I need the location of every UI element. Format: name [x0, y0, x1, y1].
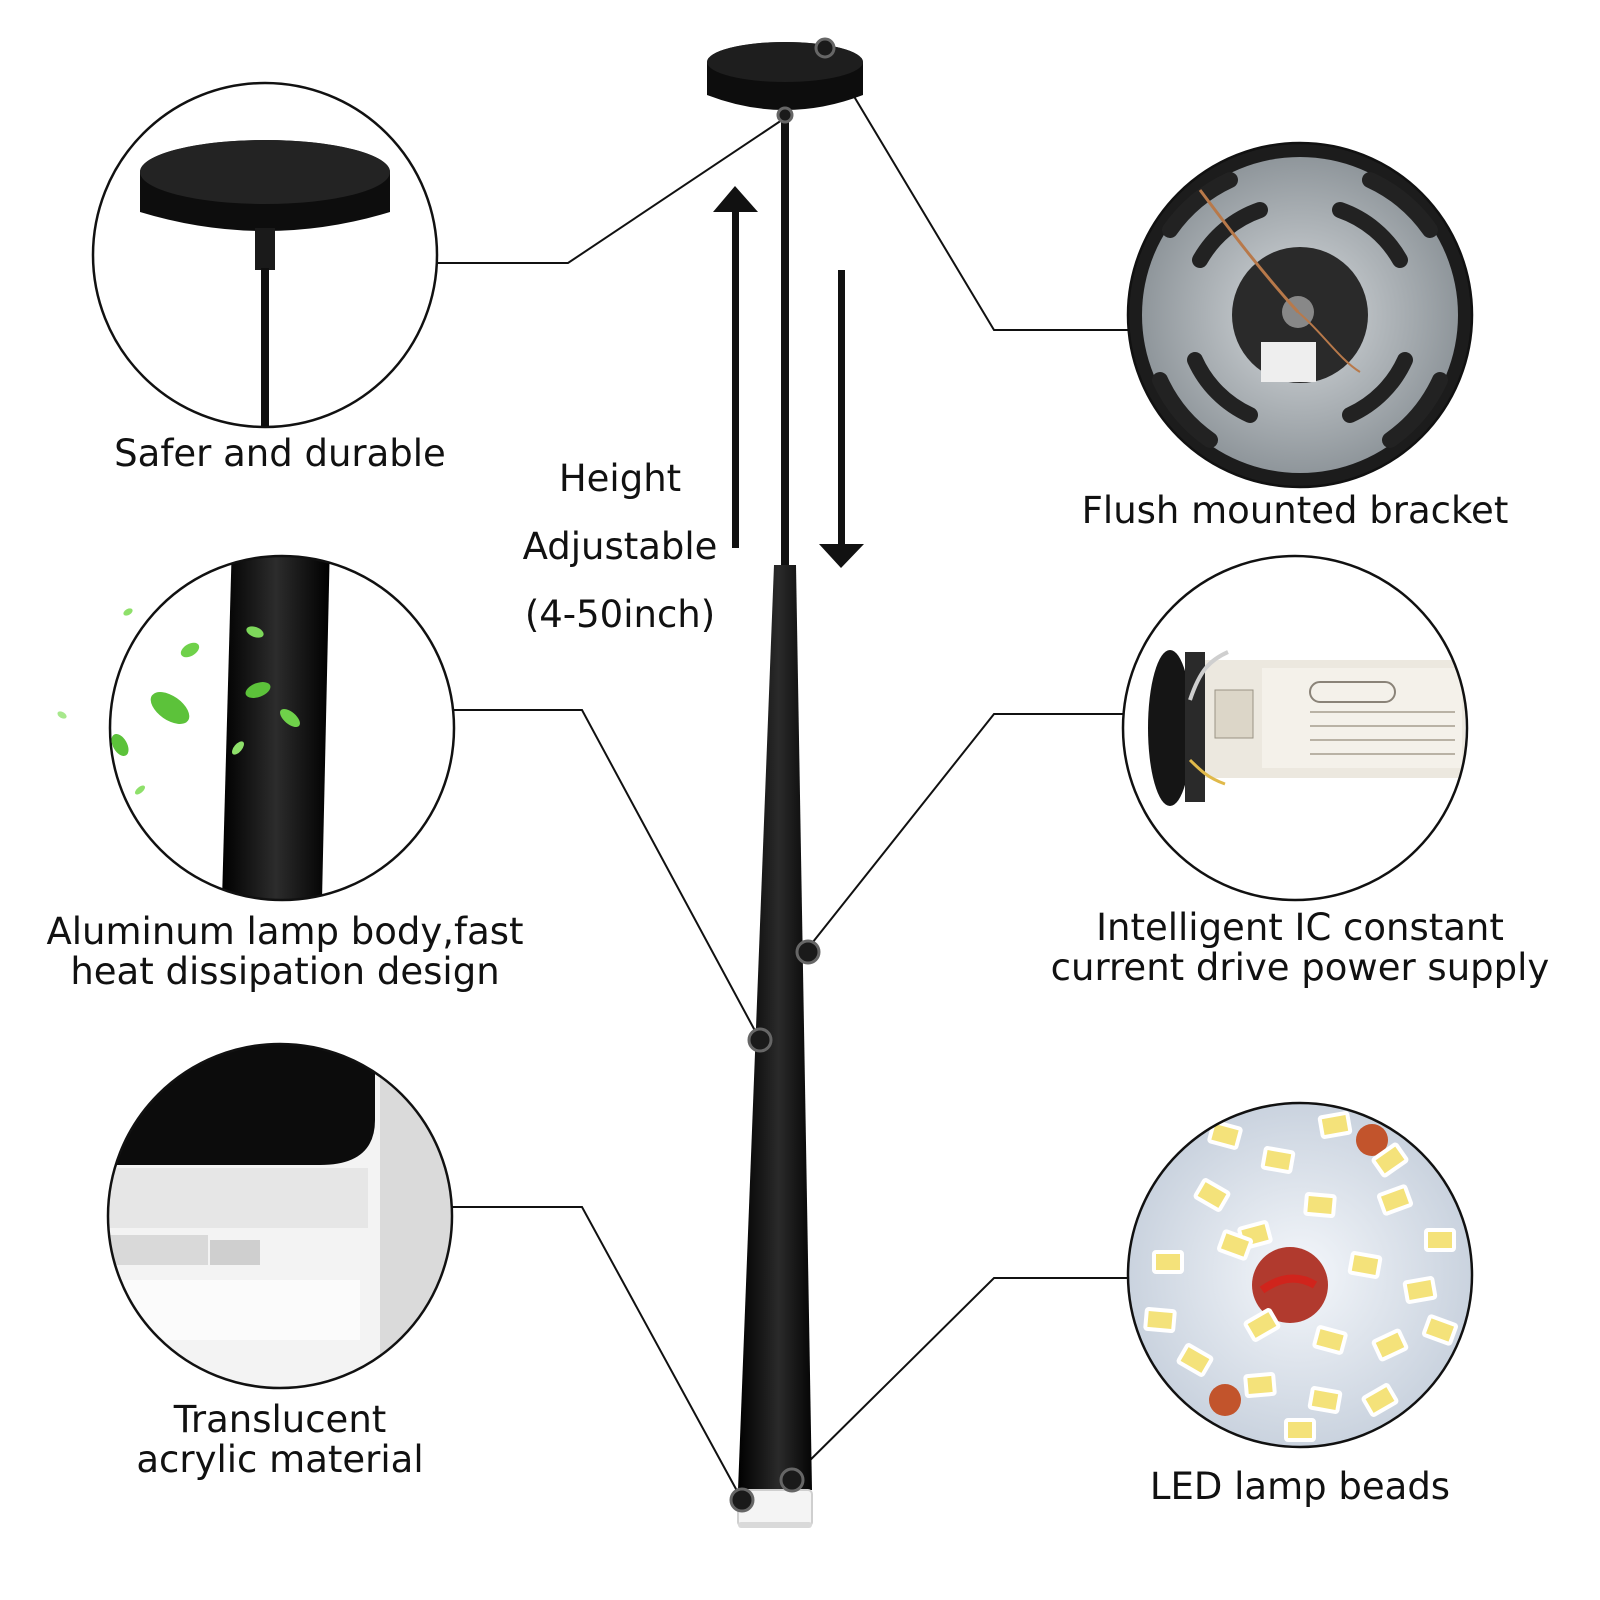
pendant-lamp: [707, 42, 863, 1528]
led-chip: [1176, 1343, 1214, 1377]
callout-line-top-right: [824, 47, 1128, 331]
led-chip: [1317, 1111, 1353, 1139]
led-chip: [1193, 1178, 1231, 1212]
label-height-line-3: (4-50inch): [524, 593, 716, 636]
label-acrylic-line-2: acrylic material: [136, 1438, 424, 1481]
label-acrylic-line-1: Translucent: [173, 1398, 387, 1441]
anchor-dot-canopy-right: [814, 37, 836, 59]
callout-line-middle-left: [454, 709, 761, 1041]
label-height-line-1: Height: [558, 457, 682, 500]
label-height-adjustable: Height Adjustable (4-50inch): [500, 445, 740, 649]
label-ic-line-2: current drive power supply: [1050, 946, 1550, 989]
detail-driver: [1121, 554, 1469, 902]
led-chip: [1284, 1418, 1316, 1442]
label-safer-durable: Safer and durable: [114, 432, 446, 475]
led-chips: [1143, 1111, 1459, 1442]
detail-acrylic: [106, 1042, 454, 1390]
anchor-dot-cone-right: [795, 939, 821, 965]
led-chip: [1307, 1386, 1343, 1414]
anchor-dot-canopy-bottom: [776, 106, 794, 124]
callout-line-top-left: [437, 117, 786, 264]
callout-lines: [437, 47, 1128, 1501]
arrow-down-icon: [819, 270, 864, 568]
led-chip: [1243, 1308, 1281, 1342]
led-chip: [1376, 1184, 1414, 1216]
led-chip: [1260, 1146, 1296, 1174]
label-acrylic: Translucent acrylic material: [110, 1400, 450, 1480]
lamp-cone: [738, 565, 812, 1490]
label-height-line-2: Adjustable: [522, 525, 718, 568]
led-chip: [1421, 1314, 1459, 1346]
led-chip: [1312, 1325, 1348, 1355]
led-chip: [1216, 1229, 1254, 1261]
anchor-dot-ring-left: [729, 1487, 755, 1513]
callout-line-bottom-right: [789, 1277, 1128, 1481]
led-chip: [1207, 1120, 1243, 1150]
label-led-lamp-beads: LED lamp beads: [1149, 1465, 1451, 1508]
leaf-icon: [57, 608, 300, 795]
led-chip: [1371, 1142, 1409, 1178]
detail-led-board: [1126, 1101, 1474, 1449]
led-chip: [1424, 1228, 1456, 1252]
label-flush-mounted-bracket: Flush mounted bracket: [1081, 489, 1509, 532]
led-chip: [1347, 1251, 1383, 1279]
label-aluminum-body: Aluminum lamp body,fast heat dissipation…: [30, 912, 540, 992]
anchor-dots: [729, 37, 836, 1513]
led-chip: [1371, 1328, 1409, 1362]
label-aluminum-line-2: heat dissipation design: [70, 950, 500, 993]
led-chip: [1303, 1191, 1337, 1219]
detail-canopy: [91, 81, 439, 429]
callout-line-middle-right: [804, 713, 1125, 953]
anchor-dot-cone-left: [747, 1027, 773, 1053]
arrow-up-icon: [713, 186, 758, 548]
led-chip: [1402, 1276, 1438, 1304]
label-ic-driver: Intelligent IC constant current drive po…: [1030, 908, 1570, 988]
led-chip: [1143, 1306, 1177, 1334]
led-chip: [1152, 1250, 1184, 1274]
anchor-dot-ring-right: [779, 1467, 805, 1493]
detail-aluminum-body: [57, 554, 456, 902]
callout-line-bottom-left: [452, 1206, 743, 1501]
detail-mounting-bracket: [1126, 141, 1474, 489]
led-chip: [1361, 1383, 1399, 1417]
label-ic-line-1: Intelligent IC constant: [1096, 906, 1504, 949]
led-chip: [1243, 1371, 1277, 1399]
suspension-rod: [781, 110, 789, 565]
label-aluminum-line-1: Aluminum lamp body,fast: [46, 910, 524, 953]
